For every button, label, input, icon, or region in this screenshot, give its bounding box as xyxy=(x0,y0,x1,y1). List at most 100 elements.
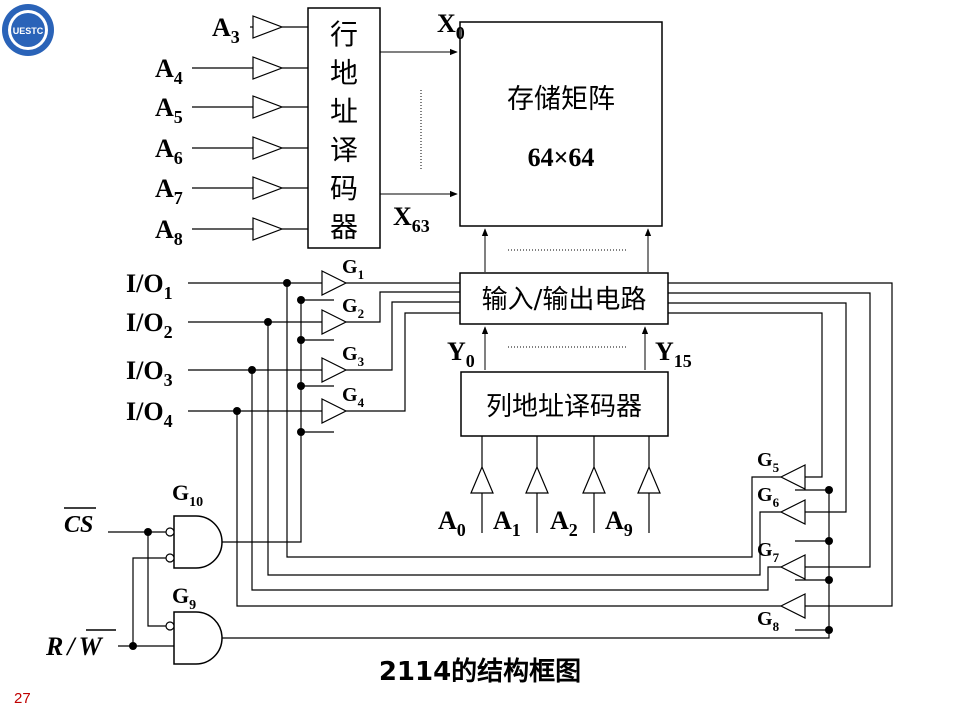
g4-to-io xyxy=(346,312,460,412)
junction-dot xyxy=(825,576,833,584)
col-input-label-sub: 0 xyxy=(457,520,466,540)
io-bus-3 xyxy=(668,302,847,513)
address-buffer-icon xyxy=(252,95,284,119)
col-input-label-main: A xyxy=(493,506,512,535)
io-pin-label: I/O3 xyxy=(126,356,173,390)
address-input-label-sub: 5 xyxy=(174,107,183,127)
col-input-label-sub: 9 xyxy=(624,520,633,540)
io-pin-label-sub: 3 xyxy=(164,370,173,390)
address-input-label: A3 xyxy=(212,13,240,47)
junction-dot xyxy=(825,486,833,494)
address-buffer-icon xyxy=(252,217,284,241)
col-output-y0-label-main: Y xyxy=(447,337,466,366)
row-decoder-char: 译 xyxy=(330,134,358,167)
col-input-label: A0 xyxy=(438,506,466,540)
storage-matrix-box xyxy=(459,21,663,227)
address-input-label-main: A xyxy=(155,54,174,83)
input-buffer-icon xyxy=(321,270,348,296)
g3-to-io xyxy=(346,301,460,371)
address-buffer-icon xyxy=(252,176,284,200)
input-buffer-label: G4 xyxy=(342,384,365,410)
output-buffer-icon xyxy=(779,499,806,525)
junction-dot xyxy=(297,296,305,304)
gate-g10-label-main: G xyxy=(172,480,189,505)
gate-g9-label-main: G xyxy=(172,583,189,608)
input-buffer-icon xyxy=(321,398,348,424)
address-input-label-main: A xyxy=(155,215,174,244)
address-input-label-main: A xyxy=(155,134,174,163)
g6-to-io2 xyxy=(267,322,781,576)
io-pin-label: I/O2 xyxy=(126,308,173,342)
input-buffer-label-sub: 1 xyxy=(358,267,365,282)
input-buffer-icon xyxy=(321,357,348,383)
col-input-label: A1 xyxy=(493,506,521,540)
row-decoder-char: 器 xyxy=(330,211,358,244)
g2-to-io xyxy=(346,291,460,323)
io-pin-label: I/O4 xyxy=(126,397,173,431)
col-decoder-box xyxy=(460,371,669,437)
col-input-buffer-icon xyxy=(637,465,661,494)
row-decoder-char: 码 xyxy=(330,172,358,205)
rw-label-w: W xyxy=(79,632,104,661)
gate-g9-label: G9 xyxy=(172,583,196,613)
page-number: 27 xyxy=(14,690,31,707)
inverter-bubble-icon xyxy=(165,621,175,631)
gate-g10-label-sub: 10 xyxy=(189,495,203,510)
col-input-label: A2 xyxy=(550,506,578,540)
g10-enable-rail xyxy=(208,300,302,543)
row-output-x63-label: X63 xyxy=(393,202,430,236)
input-buffer-label-main: G xyxy=(342,384,358,406)
and-gate-g10-icon xyxy=(173,515,223,569)
row-output-x0-label-main: X xyxy=(437,9,456,38)
col-input-buffer-icon xyxy=(582,465,606,494)
output-buffer-label: G8 xyxy=(757,608,780,634)
io-bus-2 xyxy=(668,292,871,568)
col-input-buffer-icon xyxy=(525,465,549,494)
address-input-label: A4 xyxy=(155,54,183,88)
input-buffer-label-main: G xyxy=(342,295,358,317)
col-output-y0-label: Y0 xyxy=(447,337,475,371)
and-gate-g9-icon xyxy=(173,611,223,665)
output-buffer-label-sub: 6 xyxy=(773,495,780,510)
io-circuit-label: 输入/输出电路 xyxy=(482,285,647,315)
address-input-label: A5 xyxy=(155,93,183,127)
matrix-title: 存储矩阵 xyxy=(507,84,615,115)
row-decoder-char: 行 xyxy=(330,18,358,51)
col-input-label-main: A xyxy=(438,506,457,535)
rw-to-g10 xyxy=(132,557,166,646)
row-output-x0-label: X0 xyxy=(437,9,465,43)
address-input-label-sub: 8 xyxy=(174,229,183,249)
junction-dot xyxy=(297,336,305,344)
col-input-label-sub: 2 xyxy=(569,520,578,540)
gate-g9-label-sub: 9 xyxy=(189,598,196,613)
address-buffer-icon xyxy=(252,136,284,160)
junction-dot xyxy=(297,428,305,436)
row-output-x63-label-main: X xyxy=(393,202,412,231)
row-output-x63-label-sub: 63 xyxy=(412,216,430,236)
input-buffer-label: G1 xyxy=(342,256,364,282)
address-input-label-main: A xyxy=(212,13,231,42)
cs-label: CS xyxy=(64,512,93,538)
io-pin-label: I/O1 xyxy=(126,269,173,303)
inverter-bubble-icon xyxy=(165,553,175,563)
inverter-bubble-icon xyxy=(165,527,175,537)
col-output-y15-label: Y15 xyxy=(655,337,692,371)
output-buffer-label-main: G xyxy=(757,539,773,561)
output-buffer-label-main: G xyxy=(757,484,773,506)
io-pin-label-main: I/O xyxy=(126,308,164,337)
io-pin-label-main: I/O xyxy=(126,269,164,298)
output-buffer-icon xyxy=(779,593,806,619)
io-pin-label-sub: 1 xyxy=(164,283,173,303)
figure-caption: 2114的结构框图 xyxy=(379,656,581,687)
output-buffer-label-main: G xyxy=(757,608,773,630)
g7-to-io3 xyxy=(251,370,781,591)
row-decoder-box xyxy=(307,7,381,249)
io-circuit-box xyxy=(459,272,669,325)
input-buffer-label-main: G xyxy=(342,343,358,365)
col-input-label: A9 xyxy=(605,506,633,540)
